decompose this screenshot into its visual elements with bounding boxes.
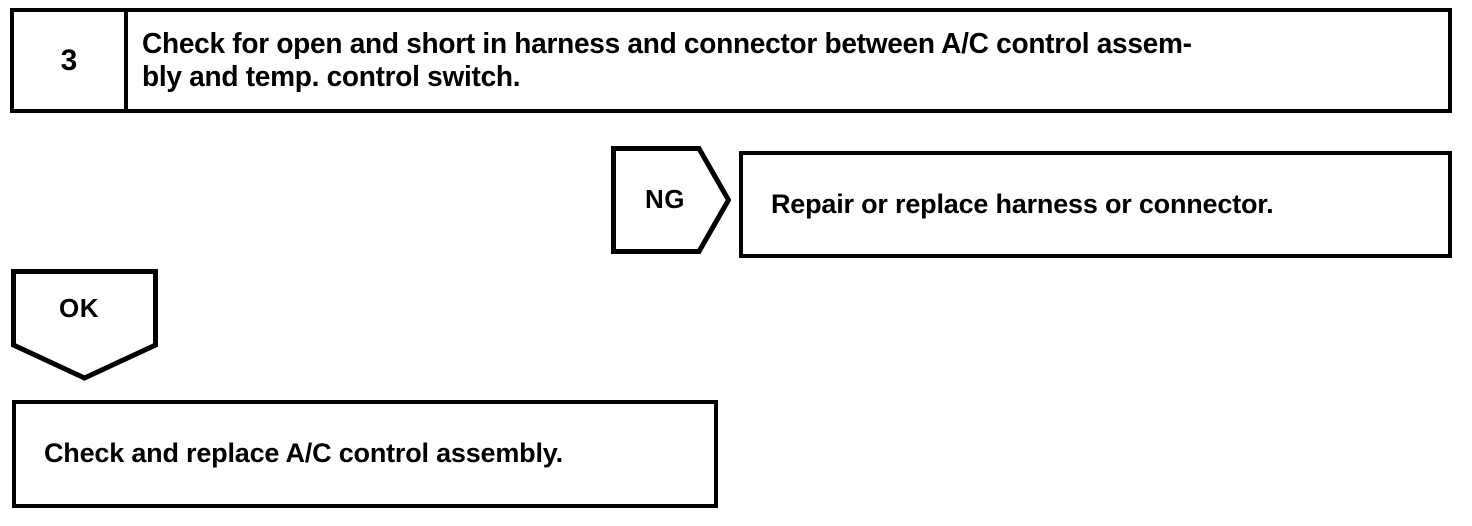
result-box-ok: Check and replace A/C control assembly. (12, 400, 718, 508)
result-box-ng: Repair or replace harness or connector. (739, 151, 1452, 258)
branch-label-ng: NG (645, 184, 685, 214)
pentagon-right-icon (611, 146, 731, 254)
branch-label-ok: OK (59, 293, 99, 323)
result-text-ok: Check and replace A/C control assembly. (44, 438, 563, 469)
branch-marker-ok: OK (11, 269, 158, 381)
step-instruction-cell: Check for open and short in harness and … (128, 12, 1448, 109)
step-number: 3 (60, 43, 78, 77)
step-number-cell: 3 (14, 12, 128, 109)
branch-marker-ng: NG (611, 146, 731, 254)
result-text-ng: Repair or replace harness or connector. (771, 188, 1274, 219)
step-box: 3 Check for open and short in harness an… (10, 8, 1452, 113)
step-instruction-text: Check for open and short in harness and … (142, 28, 1192, 93)
pentagon-down-icon (11, 269, 158, 381)
